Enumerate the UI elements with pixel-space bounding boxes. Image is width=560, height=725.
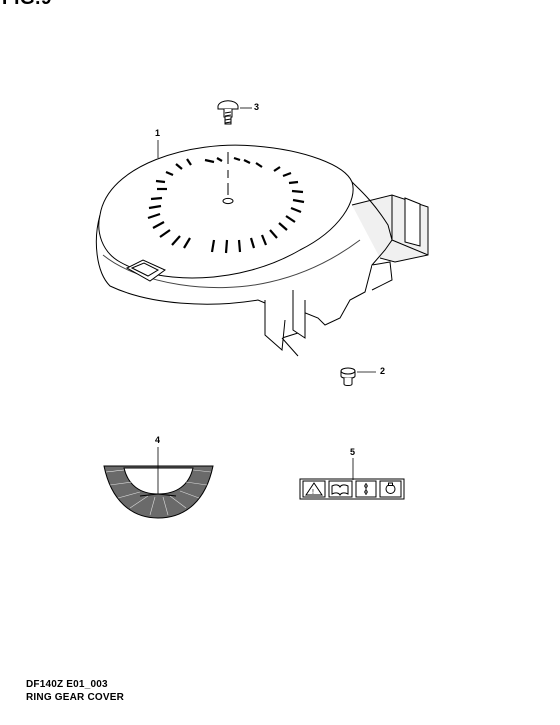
figure-title: FIG.9 <box>2 0 52 10</box>
ring-gear-cover-icon <box>95 144 429 357</box>
warning-label-icon: ! <box>299 478 405 500</box>
diagram-caption: RING GEAR COVER <box>26 692 125 703</box>
grommet-icon <box>340 367 356 386</box>
callout-2: 2 <box>380 366 386 376</box>
callout-3: 3 <box>254 102 260 112</box>
callout-5: 5 <box>350 447 356 457</box>
half-ring-seal-icon <box>103 465 214 519</box>
diagram-code: DF140Z E01_003 <box>26 679 108 690</box>
callout-4: 4 <box>155 435 161 445</box>
screw-icon <box>217 100 239 125</box>
callout-1: 1 <box>155 128 161 138</box>
svg-text:!: ! <box>312 489 314 496</box>
